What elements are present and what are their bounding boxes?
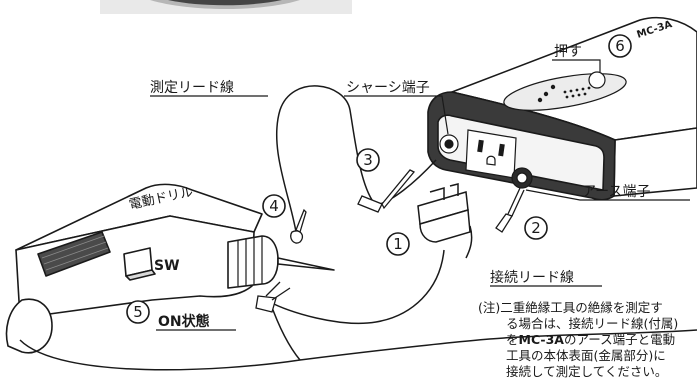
push-label: 押す	[554, 44, 582, 60]
note-line-4: 工具の本体表面(金属部分)に	[506, 348, 666, 363]
note-line-5: 接続して測定してください。	[506, 364, 668, 379]
note-line-3-post: のアース端子と電動	[563, 332, 676, 347]
step-6-marker	[608, 34, 632, 58]
on-state-label: ON状態	[158, 313, 210, 330]
sokutei-lead-label: 測定リード線	[150, 80, 234, 96]
sw-label: SW	[154, 258, 180, 274]
note-line-1-text: 二重絶縁工具の絶縁を測定す	[500, 300, 663, 315]
step-6-number: 6	[615, 37, 625, 55]
probe-tips	[255, 169, 525, 313]
note-model-name: MC-3A	[518, 332, 564, 347]
step-4-number: 4	[269, 197, 279, 215]
electric-drill	[5, 183, 335, 354]
note-line-2: る場合は、接続リード線(付属)	[506, 316, 679, 331]
caution-note: (注)二重絶縁工具の絶縁を測定す る場合は、接続リード線(付属) をMC-3Aの…	[478, 300, 697, 380]
step-3-marker	[356, 148, 380, 172]
step-markers	[126, 34, 632, 324]
note-line-1: (注)二重絶縁工具の絶縁を測定す	[478, 300, 697, 316]
step-1-number: 1	[393, 235, 403, 253]
step-4-marker	[262, 194, 286, 218]
step-1-marker	[386, 232, 410, 256]
top-device-stub	[100, 0, 352, 14]
step-3-number: 3	[363, 151, 373, 169]
step-5-marker	[126, 300, 150, 324]
note-line-3-pre: を	[506, 332, 519, 347]
earth-terminal-label: アース端子	[582, 184, 650, 200]
chassis-terminal-label: シャーシ端子	[346, 80, 430, 96]
note-prefix: (注)	[478, 300, 501, 315]
plug-housing	[417, 183, 471, 243]
step-5-number: 5	[133, 303, 143, 321]
leader-lines	[150, 59, 690, 331]
step-2-number: 2	[531, 219, 541, 237]
step-2-marker	[524, 216, 548, 240]
note-line-3: をMC-3Aのアース端子と電動	[478, 332, 697, 348]
connect-lead-label: 接続リード線	[490, 269, 574, 286]
